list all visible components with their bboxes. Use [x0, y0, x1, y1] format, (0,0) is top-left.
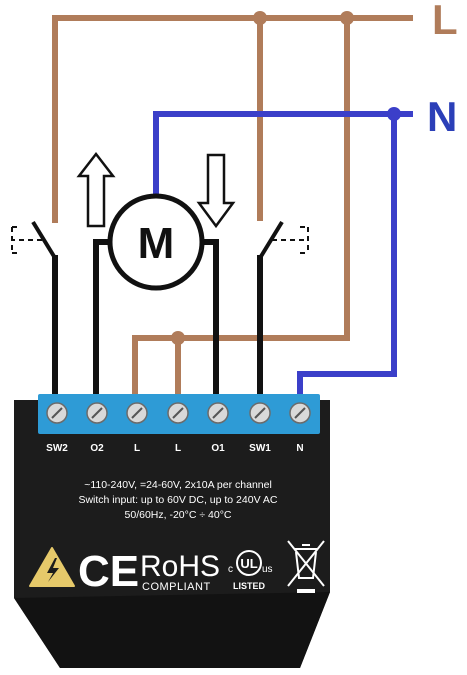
- neutral-junction: [387, 107, 401, 121]
- spec-line-3: 50/60Hz, -20°C ÷ 40°C: [125, 509, 232, 521]
- svg-text:us: us: [262, 564, 273, 575]
- o1-wire: [197, 239, 219, 401]
- svg-text:UL: UL: [240, 556, 257, 571]
- live-junction-3: [171, 331, 185, 345]
- terminal-label-l2: L: [175, 443, 181, 454]
- sw2-switch-blade: [31, 220, 57, 260]
- motor-label: M: [138, 219, 175, 268]
- live-wires: [52, 15, 413, 401]
- terminal-label-l1: L: [134, 443, 140, 454]
- terminal-label-o2: O2: [90, 443, 104, 454]
- device-body-shade: [14, 592, 330, 668]
- screw-slots: [51, 407, 306, 419]
- sw1-switch-actuator: [272, 226, 309, 254]
- motor-symbol: [107, 193, 205, 291]
- rohs-mark: RoHS: [140, 550, 220, 583]
- switch-blades: [31, 220, 284, 260]
- live-junction-1: [253, 11, 267, 25]
- ce-mark: CE: [78, 547, 139, 596]
- terminal-label-sw2: SW2: [46, 443, 68, 454]
- ul-listed-mark: c UL us LISTED: [228, 550, 273, 591]
- sw2-switch-actuator: [11, 226, 42, 254]
- switch-actuators: [11, 226, 309, 254]
- terminal-label-n: N: [296, 443, 303, 454]
- spec-line-1: ~110-240V, =24-60V, 2x10A per channel: [84, 479, 272, 491]
- terminal-label-o1: O1: [211, 443, 225, 454]
- neutral-label: N: [427, 93, 457, 140]
- svg-text:LISTED: LISTED: [233, 581, 266, 591]
- motor: M: [107, 193, 205, 291]
- live-junctions: [171, 11, 354, 345]
- neutral-wires: [153, 111, 413, 403]
- switched-wires: [52, 239, 263, 401]
- live-junction-2: [340, 11, 354, 25]
- up-arrow-icon: [76, 151, 116, 228]
- sw1-switch-blade: [258, 220, 284, 260]
- svg-text:c: c: [228, 564, 233, 575]
- relay-device: SW2 O2 L L O1 SW1 N ~110-240V, =24-60V, …: [14, 394, 330, 668]
- rohs-compliant: COMPLIANT: [142, 581, 211, 593]
- weee-bin-icon: [287, 540, 325, 593]
- terminal-label-sw1: SW1: [249, 443, 271, 454]
- live-to-terminals: [132, 15, 350, 401]
- down-arrow-icon: [196, 153, 236, 229]
- high-voltage-warning-icon: [29, 547, 75, 587]
- neutral-to-terminal: [297, 111, 397, 403]
- spec-line-2: Switch input: up to 60V DC, up to 240V A…: [78, 494, 277, 506]
- o2-wire: [93, 239, 115, 401]
- line-label: L: [432, 0, 458, 43]
